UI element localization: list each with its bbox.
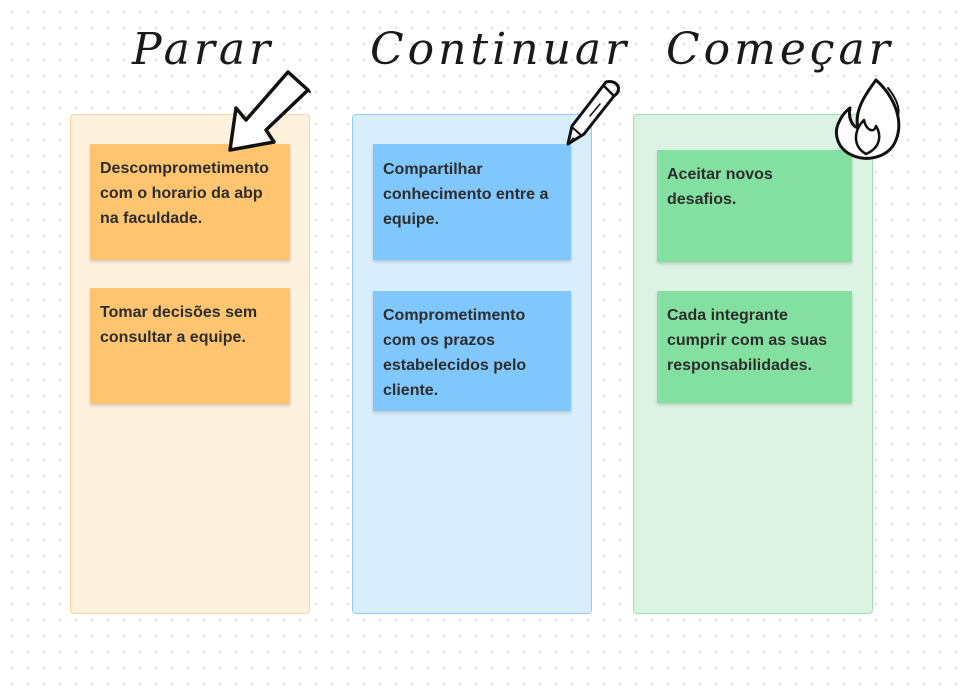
sticky-note[interactable]: Descomprometimento com o horario da abp … — [90, 144, 290, 260]
sticky-note[interactable]: Tomar decisões sem consultar a equipe. — [90, 288, 290, 404]
pencil-icon[interactable] — [560, 78, 624, 150]
sticky-note[interactable]: Cada integrante cumprir com as suas resp… — [657, 291, 852, 403]
sticky-note[interactable]: Aceitar novos desafios. — [657, 150, 852, 262]
arrow-icon[interactable] — [222, 68, 317, 158]
sticky-note[interactable]: Comprometimento com os prazos estabeleci… — [373, 291, 571, 411]
column-title-comecar[interactable]: Começar — [666, 24, 894, 75]
fire-icon[interactable] — [830, 76, 906, 164]
column-title-continuar[interactable]: Continuar — [370, 24, 631, 75]
column-title-parar[interactable]: Parar — [132, 24, 275, 75]
sticky-note[interactable]: Compartilhar conhecimento entre a equipe… — [373, 144, 571, 260]
